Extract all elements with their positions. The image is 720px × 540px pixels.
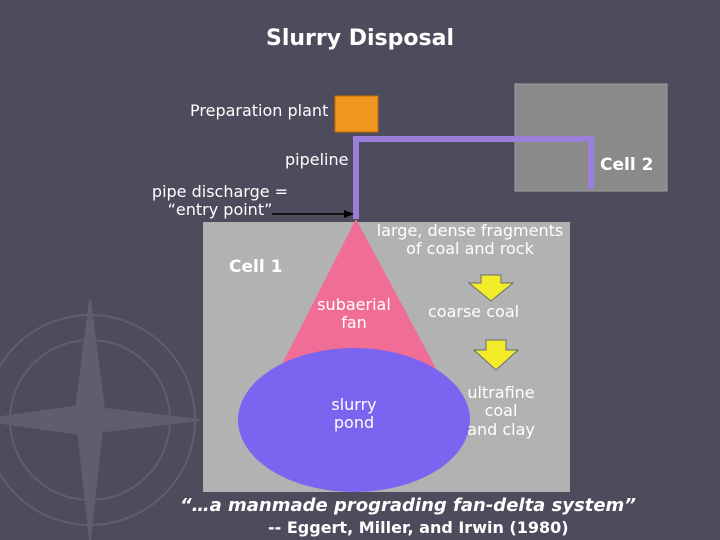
ultrafine-label: ultrafine coal and clay: [467, 383, 535, 439]
pipeline-cell2-drop: [588, 136, 594, 189]
pipeline-vertical: [353, 136, 359, 219]
pipeline-label: pipeline: [285, 150, 349, 169]
fragments-label: large, dense fragments of coal and rock: [376, 221, 564, 259]
quote-text: “…a manmade prograding fan-delta system”: [180, 495, 636, 516]
cell-1-label: Cell 1: [229, 257, 283, 277]
slide-title: Slurry Disposal: [266, 26, 454, 51]
pipe-discharge-label: pipe discharge = “entry point”: [151, 182, 289, 220]
down-arrow-coarse: [467, 274, 515, 302]
down-arrow-ultrafine: [472, 339, 520, 371]
pipeline-horizontal: [353, 136, 593, 142]
citation-text: -- Eggert, Miller, and Irwin (1980): [268, 518, 569, 537]
subaerial-fan-shape: [278, 219, 438, 372]
subaerial-fan-label: subaerial fan: [317, 295, 391, 333]
slurry-pond-shape: [238, 348, 470, 492]
coarse-coal-label: coarse coal: [428, 302, 520, 321]
cell-2-label: Cell 2: [600, 155, 654, 175]
preparation-plant-box: [334, 95, 379, 133]
slurry-pond-label: slurry pond: [331, 395, 377, 433]
preparation-plant-label: Preparation plant: [190, 101, 329, 120]
entry-point-arrow: [272, 210, 354, 218]
compass-watermark: [0, 299, 201, 540]
